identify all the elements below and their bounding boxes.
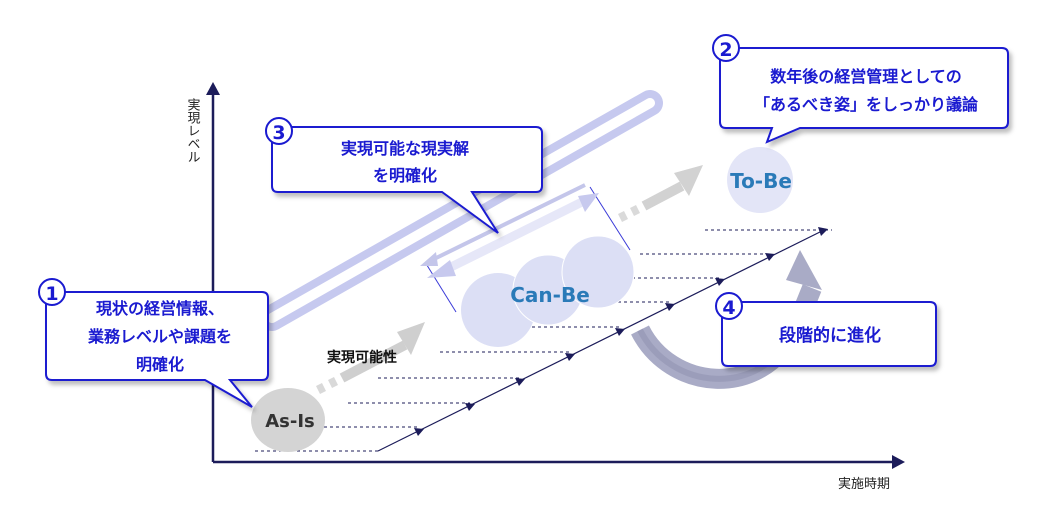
to-be-node: To-Be [727,147,793,213]
callout-4-number-circle [715,292,743,320]
as-is-node: As-Is [251,388,325,452]
x-axis-label: 実施時期 [838,476,890,492]
callout-4: 4 段階的に進化 [715,292,937,367]
can-be-label: Can-Be [510,283,590,307]
callout-4-number: 4 [722,297,735,319]
callout-2-line-1: 数年後の経営管理としての [770,67,962,86]
callout-2: 2 数年後の経営管理としての 「あるべき姿」をしっかり議論 [712,34,1009,144]
callout-2-line-2: 「あるべき姿」をしっかり議論 [754,95,979,114]
y-axis-label: 実現レベル [185,97,201,163]
callout-1: 1 現状の経営情報、 業務レベルや課題を 明確化 [38,278,269,408]
callout-4-line-1: 段階的に進化 [779,325,881,346]
callout-3-number-circle [265,117,293,145]
progression-line [377,227,828,452]
callout-1-number-circle [38,278,66,306]
can-be-node: Can-Be [461,235,635,347]
callout-1-line-2: 業務レベルや課題を [87,327,232,346]
to-be-label: To-Be [730,169,792,193]
range-double-arrow [420,183,599,278]
can-be-range-bracket [424,186,631,313]
callout-3: 3 実現可能な現実解 を明確化 [265,117,543,234]
callout-1-line-3: 明確化 [136,355,184,374]
callout-3-line-1: 実現可能な現実解 [341,139,469,158]
as-is-to-can-be-arrow [315,322,425,395]
callout-2-number: 2 [719,39,732,61]
callout-3-line-2: を明確化 [373,166,437,185]
as-is-label: As-Is [265,411,315,432]
y-axis-arrowhead [206,82,220,95]
callout-3-number: 3 [272,122,285,144]
callout-1-number: 1 [45,283,58,305]
can-be-to-to-be-arrow [617,165,703,223]
callout-2-number-circle [712,34,740,62]
x-axis-arrowhead [892,455,905,469]
background-diagonal-band [259,90,663,331]
feasibility-label: 実現可能性 [327,349,397,366]
axes [206,82,905,469]
callout-1-line-1: 現状の経営情報、 [96,299,224,318]
